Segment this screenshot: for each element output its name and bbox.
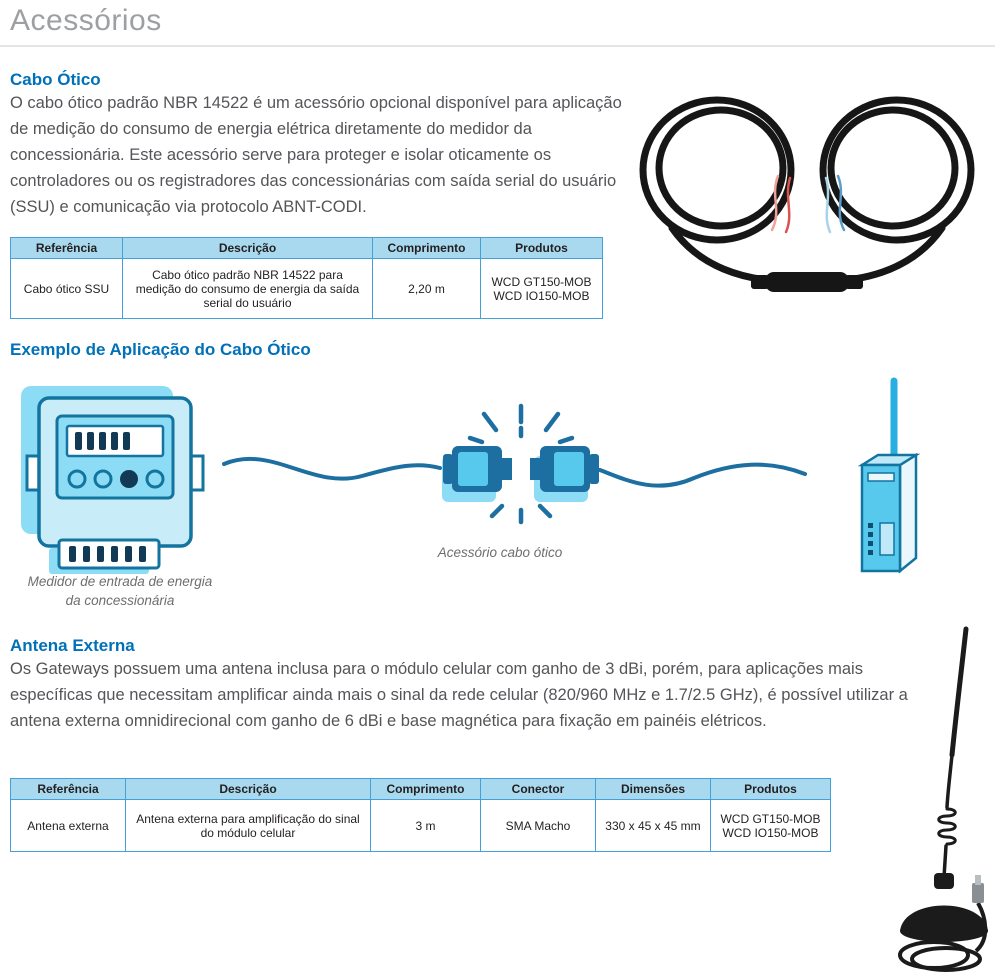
table-header-cell: Descrição bbox=[122, 237, 373, 259]
cable-connectors-icon bbox=[222, 403, 807, 525]
table-row: Cabo ótico SSU Cabo ótico padrão NBR 145… bbox=[10, 258, 603, 319]
table-cell: WCD GT150-MOB WCD IO150-MOB bbox=[710, 799, 831, 852]
table-header-cell: Descrição bbox=[125, 778, 371, 800]
cable-caption: Acessório cabo ótico bbox=[437, 545, 563, 560]
cabo-otico-table: Referência Descrição Comprimento Produto… bbox=[10, 237, 603, 319]
optical-cable-illustration bbox=[618, 78, 995, 324]
antena-table: Referência Descrição Comprimento Conecto… bbox=[10, 778, 831, 852]
coiled-cable-icon bbox=[639, 96, 975, 292]
exemplo-heading: Exemplo de Aplicação do Cabo Ótico bbox=[10, 340, 311, 359]
table-header-cell: Produtos bbox=[710, 778, 831, 800]
gateway-illustration bbox=[838, 373, 928, 588]
table-cell: 3 m bbox=[370, 799, 481, 852]
table-cell: 2,20 m bbox=[372, 258, 481, 319]
table-header-cell: Referência bbox=[10, 778, 126, 800]
table-header-row: Referência Descrição Comprimento Produto… bbox=[10, 237, 603, 259]
table-cell: WCD GT150-MOB WCD IO150-MOB bbox=[480, 258, 603, 319]
table-header-cell: Conector bbox=[480, 778, 596, 800]
table-cell: SMA Macho bbox=[480, 799, 596, 852]
antena-heading: Antena Externa bbox=[10, 636, 135, 655]
table-header-cell: Referência bbox=[10, 237, 123, 259]
title-divider bbox=[0, 45, 995, 47]
table-header-cell: Produtos bbox=[480, 237, 603, 259]
table-header-cell: Dimensões bbox=[595, 778, 711, 800]
external-antenna-icon bbox=[898, 626, 988, 972]
antenna-illustration bbox=[888, 625, 993, 975]
table-header-cell: Comprimento bbox=[370, 778, 481, 800]
antena-paragraph: Os Gateways possuem uma antena inclusa p… bbox=[10, 660, 908, 730]
table-cell: Cabo ótico SSU bbox=[10, 258, 123, 319]
table-cell: Cabo ótico padrão NBR 14522 para medição… bbox=[122, 258, 373, 319]
cabo-otico-heading: Cabo Ótico bbox=[10, 70, 101, 89]
cabo-otico-paragraph: O cabo ótico padrão NBR 14522 é um acess… bbox=[10, 94, 622, 216]
cable-connectors-illustration bbox=[222, 398, 807, 548]
table-header-row: Referência Descrição Comprimento Conecto… bbox=[10, 778, 831, 800]
table-cell: Antena externa bbox=[10, 799, 126, 852]
table-header-cell: Comprimento bbox=[372, 237, 481, 259]
energy-meter-illustration bbox=[15, 378, 215, 578]
meter-caption: Medidor de entrada de energia da concess… bbox=[27, 574, 213, 608]
gateway-device-icon bbox=[857, 377, 921, 574]
table-cell: 330 x 45 x 45 mm bbox=[595, 799, 711, 852]
table-cell: Antena externa para amplificação do sina… bbox=[125, 799, 371, 852]
table-row: Antena externa Antena externa para ampli… bbox=[10, 799, 831, 852]
energy-meter-icon bbox=[21, 386, 205, 574]
page-title: Acessórios bbox=[10, 4, 162, 37]
